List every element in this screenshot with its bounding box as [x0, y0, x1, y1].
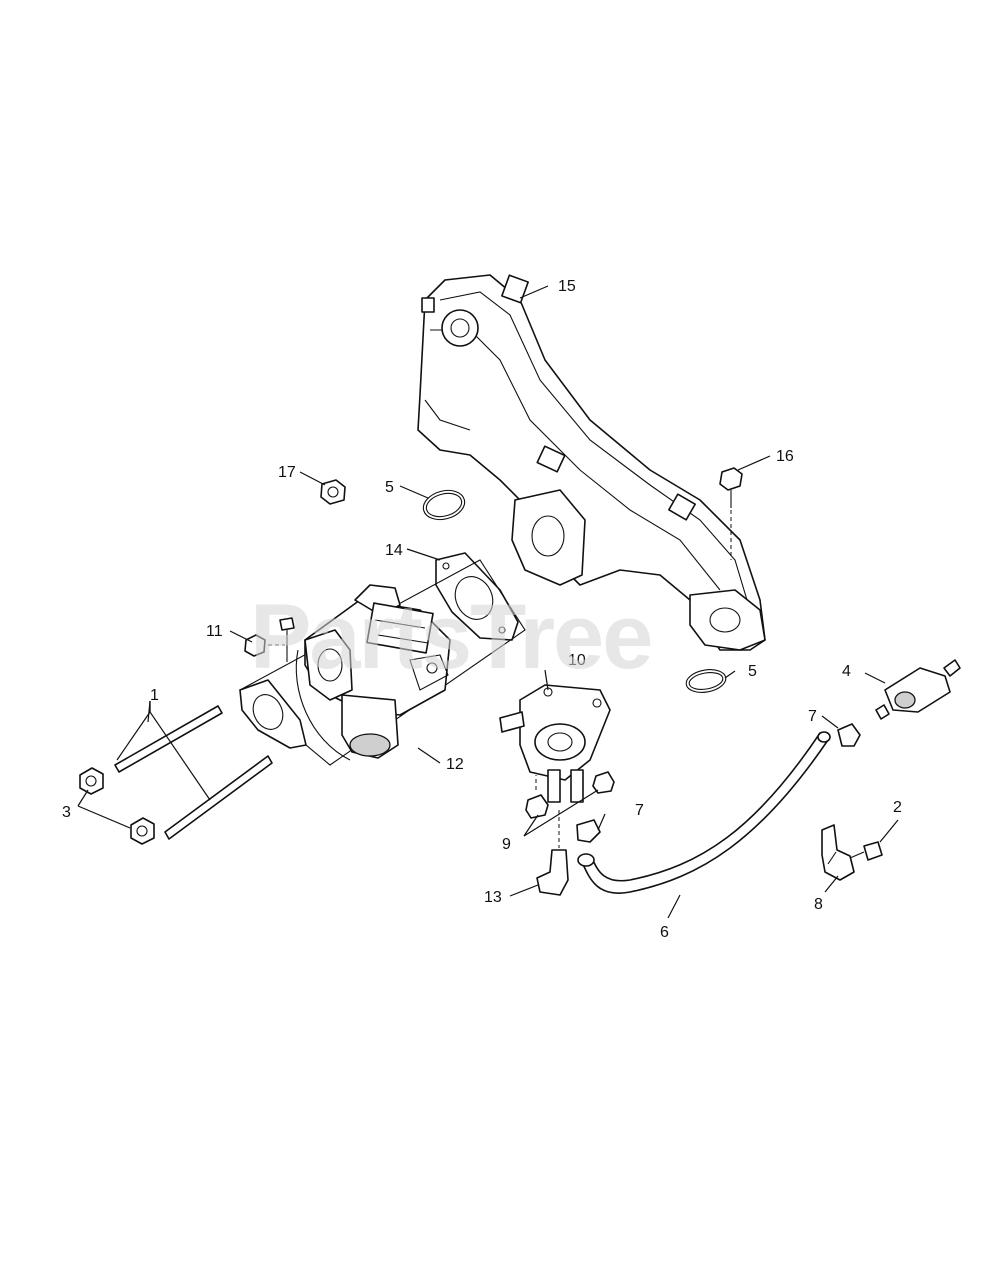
callout-14: 15 [558, 278, 576, 295]
part-10-fuel-pump [499, 684, 611, 803]
part-3-nuts [79, 767, 155, 845]
callout-15: 16 [776, 448, 794, 465]
callout-2: 2 [893, 799, 902, 816]
callout-4: 4 [842, 663, 851, 680]
part-14-intake-manifold [417, 274, 766, 651]
part-5-o-ring-lower [685, 669, 727, 693]
callout-7-lower: 7 [635, 802, 644, 819]
callout-6: 6 [660, 924, 669, 941]
part-6-fuel-hose [577, 731, 831, 894]
leader-lines [77, 285, 899, 919]
part-11-screw [244, 617, 295, 662]
callout-11: 11 [206, 623, 223, 640]
callouts: 15 16 17 5 14 11 10 5 4 1 7 12 3 7 2 9 1… [62, 278, 902, 941]
part-16-gasket [435, 552, 519, 641]
part-7-clamp-lower [576, 819, 601, 843]
part-7-clamp-upper [837, 723, 861, 747]
part-13-carburetor [239, 559, 526, 766]
callout-1: 1 [150, 687, 159, 704]
part-15-bolt [719, 467, 743, 560]
part-12-elbow [536, 810, 569, 896]
part-9-screws [525, 771, 615, 819]
callout-7-upper: 7 [808, 708, 817, 725]
part-4-fuel-filter [875, 659, 961, 720]
callout-5-upper: 5 [385, 479, 394, 496]
callout-5-lower: 5 [748, 663, 757, 680]
part-17-nut [320, 479, 346, 505]
part-2-bolt [849, 841, 883, 861]
callout-13: 12 [446, 756, 464, 773]
carburetor-gasket [239, 679, 307, 749]
callout-16: 14 [385, 542, 403, 559]
part-1-studs [114, 705, 273, 840]
part-5-o-ring-upper [422, 489, 466, 521]
callout-3: 3 [62, 804, 71, 821]
callout-12: 13 [484, 889, 502, 906]
callout-9: 9 [502, 836, 511, 853]
part-8-clip [821, 824, 855, 881]
callout-17: 17 [278, 464, 296, 481]
callout-10: 10 [568, 652, 586, 669]
callout-8: 8 [814, 896, 823, 913]
